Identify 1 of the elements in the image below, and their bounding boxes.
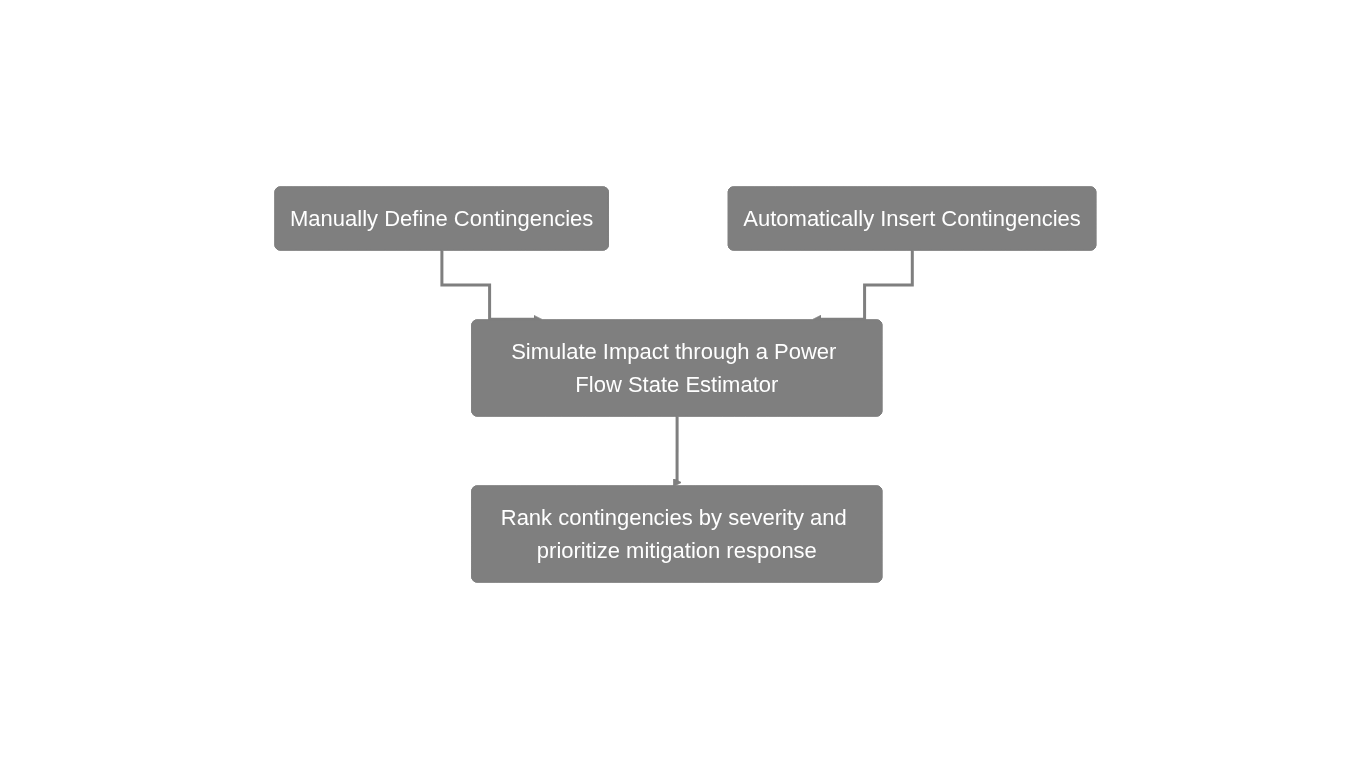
arrow [672,415,682,487]
